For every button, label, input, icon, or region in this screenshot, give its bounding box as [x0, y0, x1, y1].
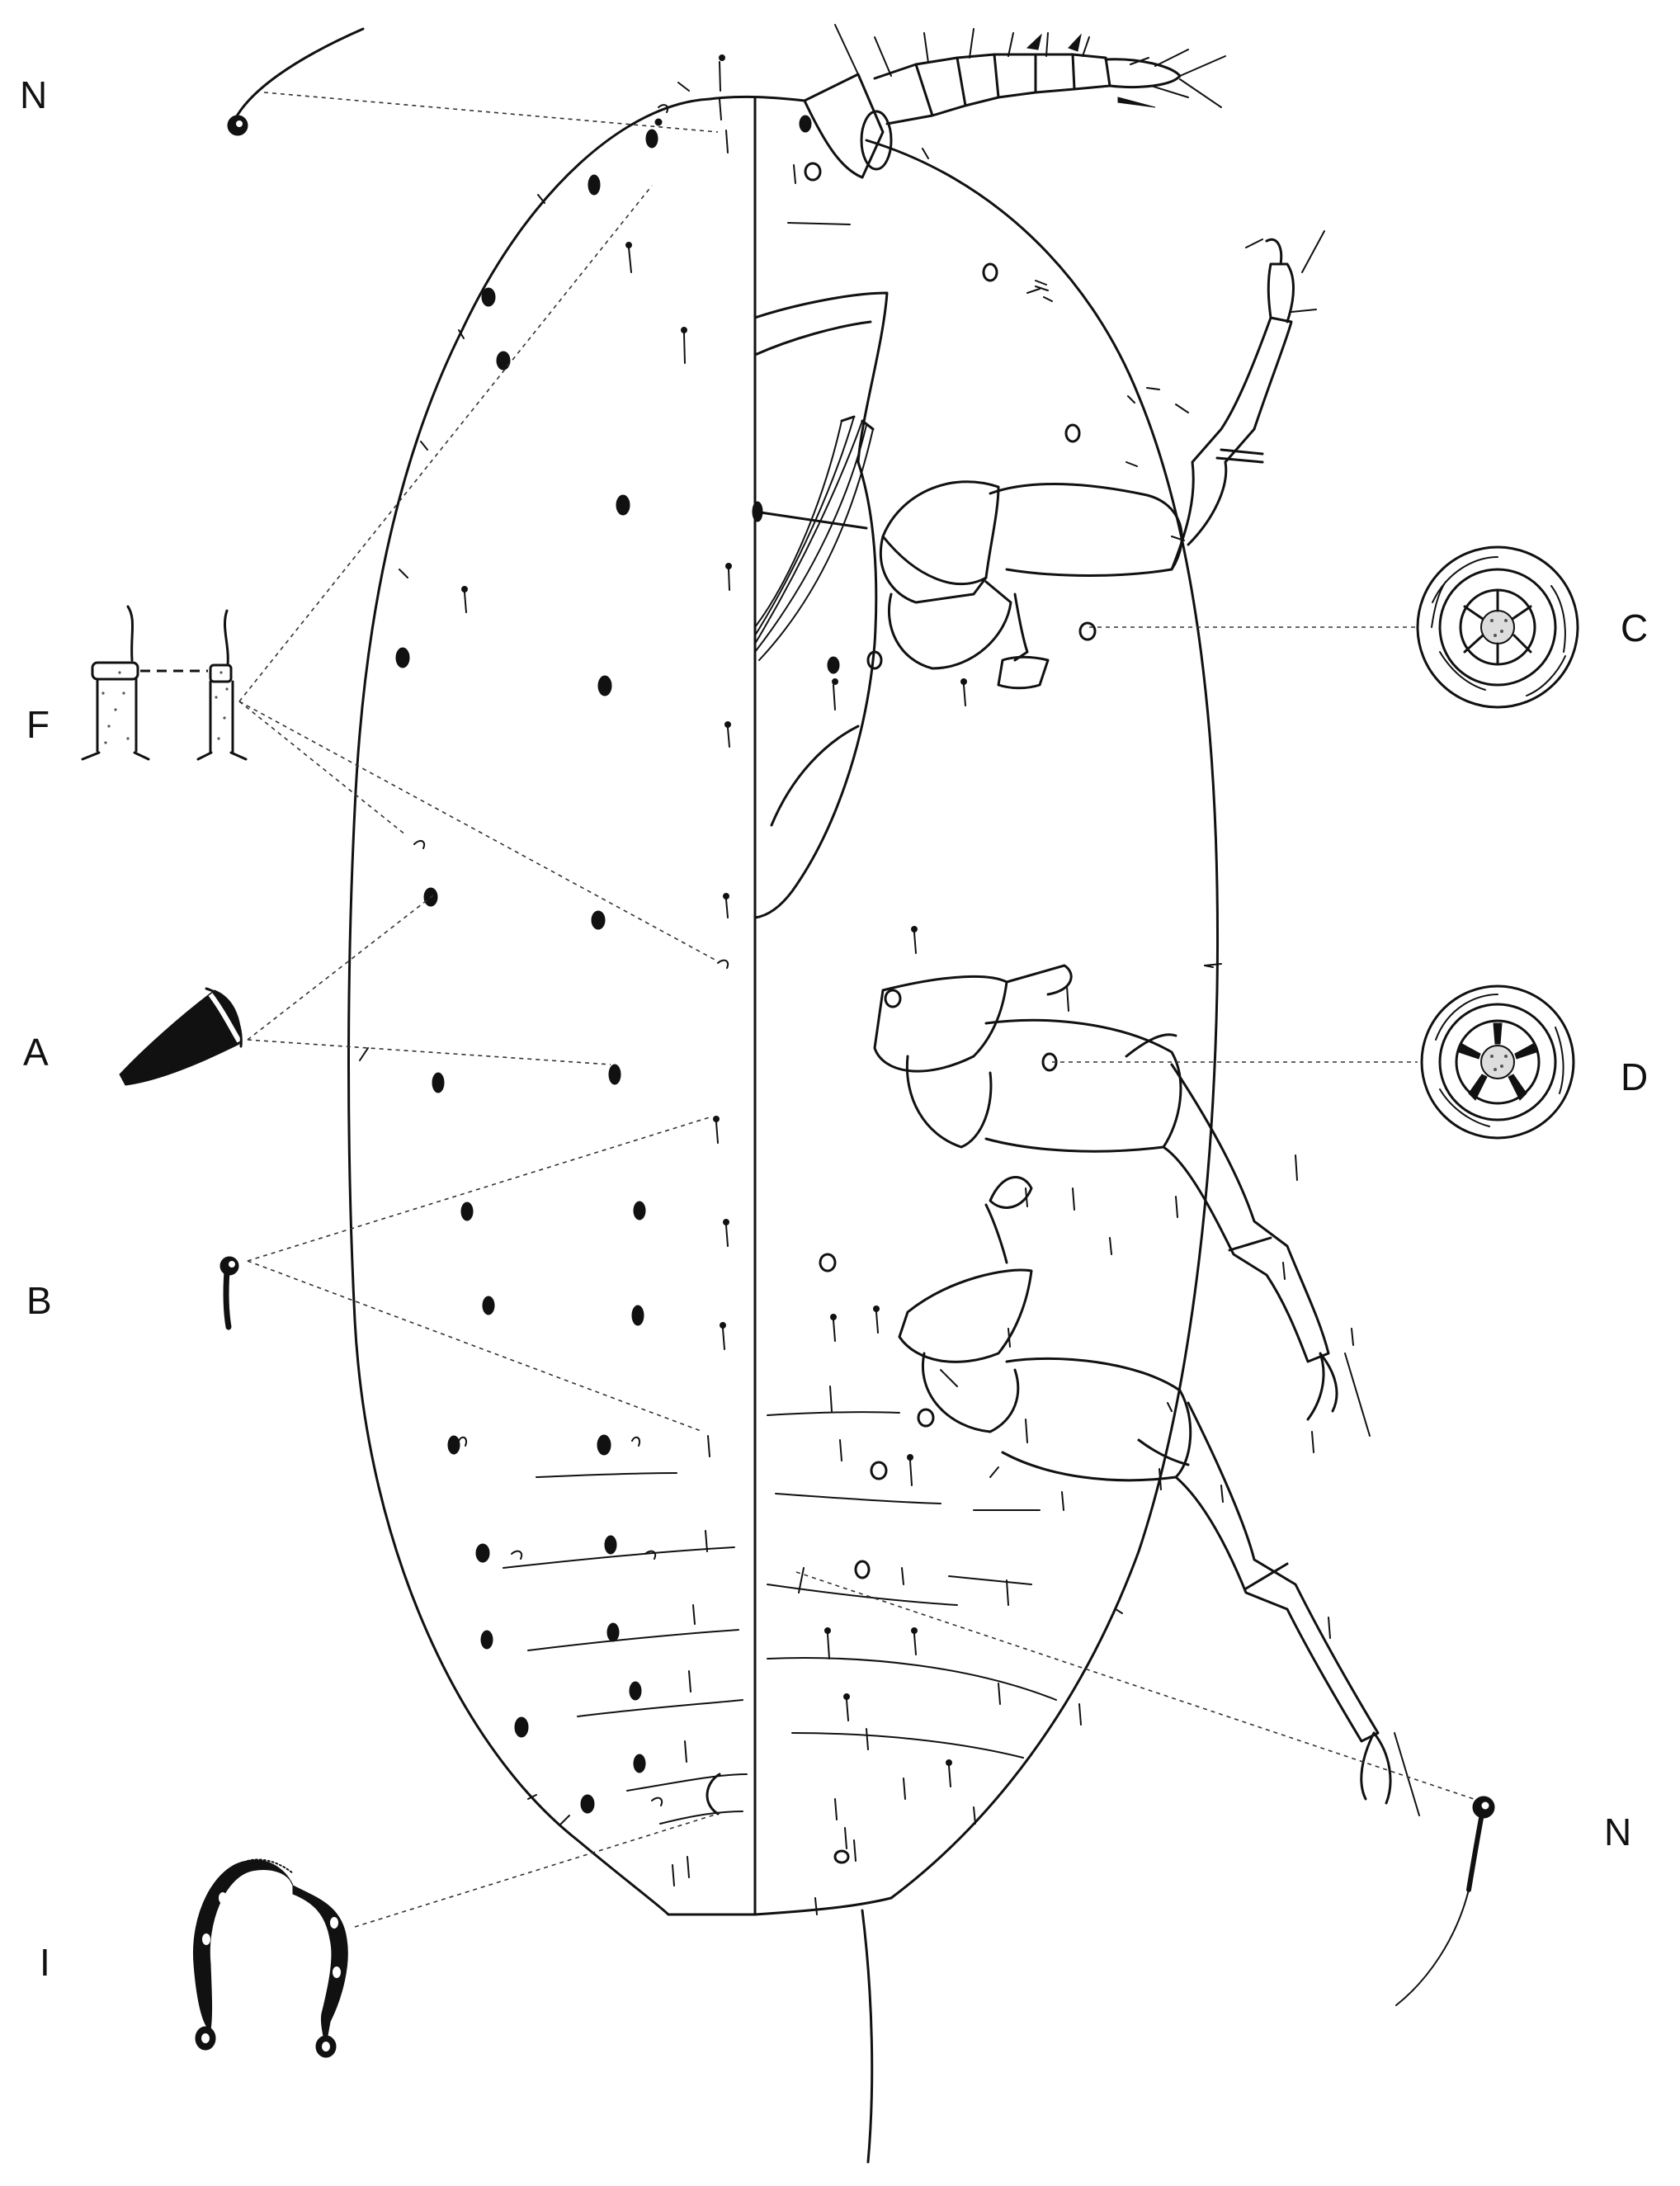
- label-d: D: [1621, 1055, 1649, 1098]
- fore-leg: [879, 230, 1325, 690]
- label-n-top: N: [20, 73, 48, 116]
- marginal-setae: [359, 82, 1214, 1825]
- detail-b-seta: [219, 1256, 239, 1330]
- hind-leg: [898, 1203, 1420, 1816]
- mid-leg: [873, 964, 1371, 1437]
- detail-c-pore: [1416, 545, 1579, 709]
- body-setae: [464, 61, 1354, 1915]
- pores: [413, 104, 1097, 1864]
- detail-i-structure: [192, 1773, 721, 2058]
- segmentation-lines: [503, 1369, 1057, 1825]
- detail-n-seta-bottom: [1395, 1796, 1495, 2006]
- dorsal-conical-setae: [395, 115, 840, 1814]
- label-n-bottom: N: [1604, 1811, 1632, 1853]
- body-outline: [347, 95, 1220, 2164]
- detail-d-pore: [1420, 984, 1575, 1140]
- label-b: B: [26, 1279, 52, 1322]
- mouthparts: [752, 291, 889, 919]
- detail-a-conical-seta: [119, 987, 243, 1086]
- detail-f-tubular-seta: [81, 605, 248, 761]
- label-a: A: [23, 1031, 49, 1074]
- leader-lines: [238, 92, 1482, 1928]
- label-i: I: [40, 1941, 50, 1984]
- setae-heads: [461, 54, 967, 1766]
- detail-n-seta-top: [227, 27, 365, 136]
- label-f: F: [26, 703, 50, 746]
- antenna: [803, 24, 1226, 179]
- label-c: C: [1621, 607, 1649, 649]
